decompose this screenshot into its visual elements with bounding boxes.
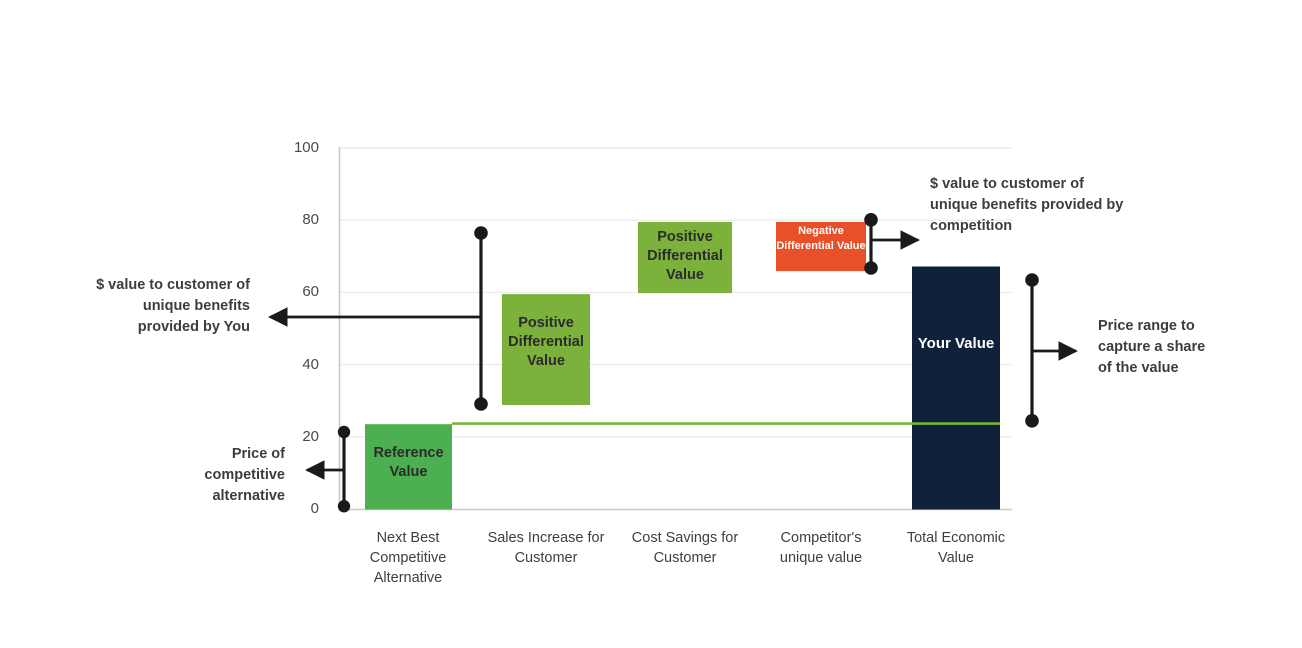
x-label-sales-increase-for-customer: Sales Increase for Customer	[487, 530, 605, 566]
bars-group	[365, 222, 1000, 510]
bar-negative-differential-value[interactable]	[776, 222, 866, 272]
y-tick-80: 80	[302, 211, 319, 228]
annotation-value-of-your-unique-benefits: $ value to customer of unique benefits p…	[96, 277, 250, 335]
bar-reference-value[interactable]	[365, 424, 452, 510]
annotation-price-of-competitive-alternative: Price of competitive alternative	[204, 446, 285, 504]
y-tick-100: 100	[293, 139, 319, 156]
y-tick-0: 0	[310, 500, 319, 517]
x-label-total-economic-value: Total Economic Value	[906, 530, 1006, 566]
bar-positive-differential-value-cost[interactable]	[638, 222, 732, 294]
range-marker-value-of-your-unique-benefits	[268, 226, 488, 411]
range-marker-price-of-competitive-alternative	[305, 425, 351, 513]
bar-your-value-total[interactable]	[912, 266, 1000, 510]
y-tick-20: 20	[302, 428, 319, 445]
annotation-value-of-competitor-unique-benefits: $ value to customer of unique benefits p…	[930, 176, 1124, 234]
range-marker-price-range-to-capture-share	[1025, 273, 1078, 428]
y-tick-40: 40	[302, 356, 319, 373]
x-label-next-best-competitive-alternative: Next Best Competitive Alternative	[369, 530, 447, 586]
annotation-price-range-to-capture-share: Price range to capture a share of the va…	[1098, 318, 1206, 376]
x-label-cost-savings-for-customer: Cost Savings for Customer	[631, 530, 739, 566]
x-label-competitors-unique-value: Competitor's unique value	[779, 530, 863, 566]
range-marker-value-of-competitor-unique-benefits	[864, 213, 920, 275]
bar-positive-differential-value-sales[interactable]	[502, 294, 590, 405]
y-tick-60: 60	[302, 283, 319, 300]
